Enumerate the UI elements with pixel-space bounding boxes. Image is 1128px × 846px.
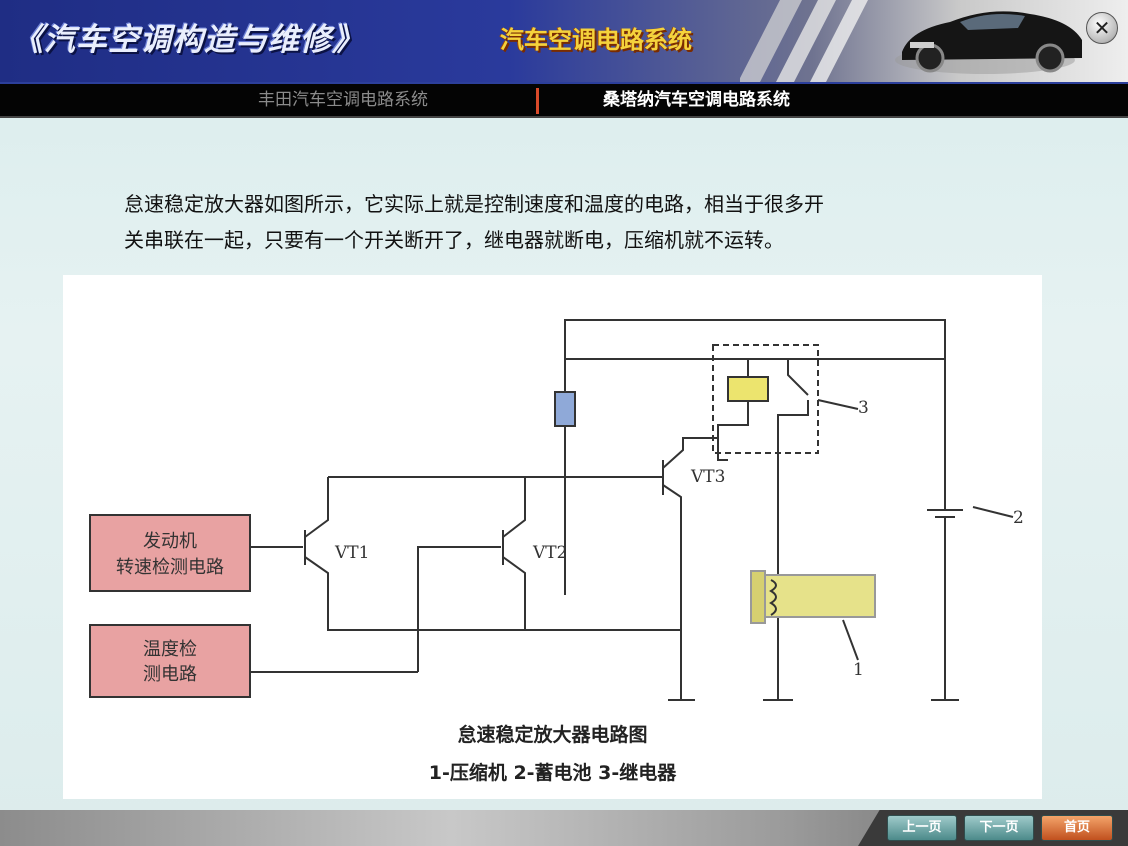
temp-detect-box [89, 624, 251, 698]
relay-label-line [817, 399, 859, 410]
tab-toyota[interactable]: 丰田汽车空调电路系统 [258, 90, 428, 110]
section-title: 汽车空调电路系统 [500, 26, 692, 54]
relay-box [712, 344, 819, 454]
nav-divider [536, 88, 539, 114]
temp-box-line2: 测电路 [143, 664, 197, 685]
label-battery: 2 [1013, 508, 1024, 528]
vt1-label: VT1 [334, 543, 369, 563]
engine-speed-box [89, 514, 251, 592]
home-button[interactable]: 首页 [1041, 815, 1113, 841]
prev-page-button[interactable]: 上一页 [887, 815, 957, 841]
compressor-flange [750, 570, 766, 624]
header: 《汽车空调构造与维修》 汽车空调电路系统 ✕ [0, 0, 1128, 82]
label-relay: 3 [858, 398, 869, 418]
vt3-label: VT3 [690, 467, 725, 487]
car-graphic [895, 11, 1082, 74]
temp-box-line1: 温度检 [143, 639, 197, 660]
vt1-collector [304, 477, 329, 538]
intro-line-2: 关串联在一起，只要有一个开关断开了，继电器就断电，压缩机就不运转。 [124, 228, 784, 252]
caption-legend: 1-压缩机 2-蓄电池 3-继电器 [428, 762, 677, 784]
compressor-coil [769, 579, 777, 616]
book-title: 《汽车空调构造与维修》 [12, 22, 364, 58]
caption-title: 怠速稳定放大器电路图 [457, 724, 648, 746]
compressor-label-line [842, 619, 859, 661]
battery-label-line [972, 506, 1014, 518]
intro-line-1: 怠速稳定放大器如图所示，它实际上就是控制速度和温度的电路，相当于很多开 [124, 192, 824, 216]
vt2-base [417, 546, 501, 672]
vt2-emitter [502, 556, 526, 630]
vt2-label: VT2 [532, 543, 567, 563]
vt3-collector [662, 437, 728, 469]
resistor [554, 391, 576, 427]
header-stripes [740, 0, 868, 82]
engine-box-line2: 转速检测电路 [116, 557, 224, 578]
close-icon: ✕ [1093, 16, 1111, 40]
vt1-emitter [304, 556, 681, 631]
label-compressor: 1 [853, 660, 864, 680]
relay-coil-wires [717, 359, 749, 438]
vt3-emitter [662, 484, 682, 700]
circuit-diagram: 发动机 转速检测电路 温度检 测电路 VT1 VT2 VT3 1 2 3 [89, 319, 1024, 701]
circuit-figure: 发动机 转速检测电路 温度检 测电路 VT1 VT2 VT3 1 2 3 怠速稳… [63, 275, 1042, 799]
relay-switch [777, 359, 809, 453]
intro-text: 怠速稳定放大器如图所示，它实际上就是控制速度和温度的电路，相当于很多开 关串联在… [124, 186, 1014, 258]
nav-bar: 丰田汽车空调电路系统 桑塔纳汽车空调电路系统 [0, 82, 1128, 118]
close-button[interactable]: ✕ [1086, 12, 1118, 44]
battery [927, 509, 963, 700]
wire-top-outer [564, 319, 946, 595]
engine-box-line1: 发动机 [143, 531, 197, 552]
tab-santana[interactable]: 桑塔纳汽车空调电路系统 [603, 90, 790, 110]
relay-coil [727, 376, 769, 402]
compressor-body [762, 574, 876, 618]
next-page-button[interactable]: 下一页 [964, 815, 1034, 841]
vt2-collector [502, 477, 526, 538]
